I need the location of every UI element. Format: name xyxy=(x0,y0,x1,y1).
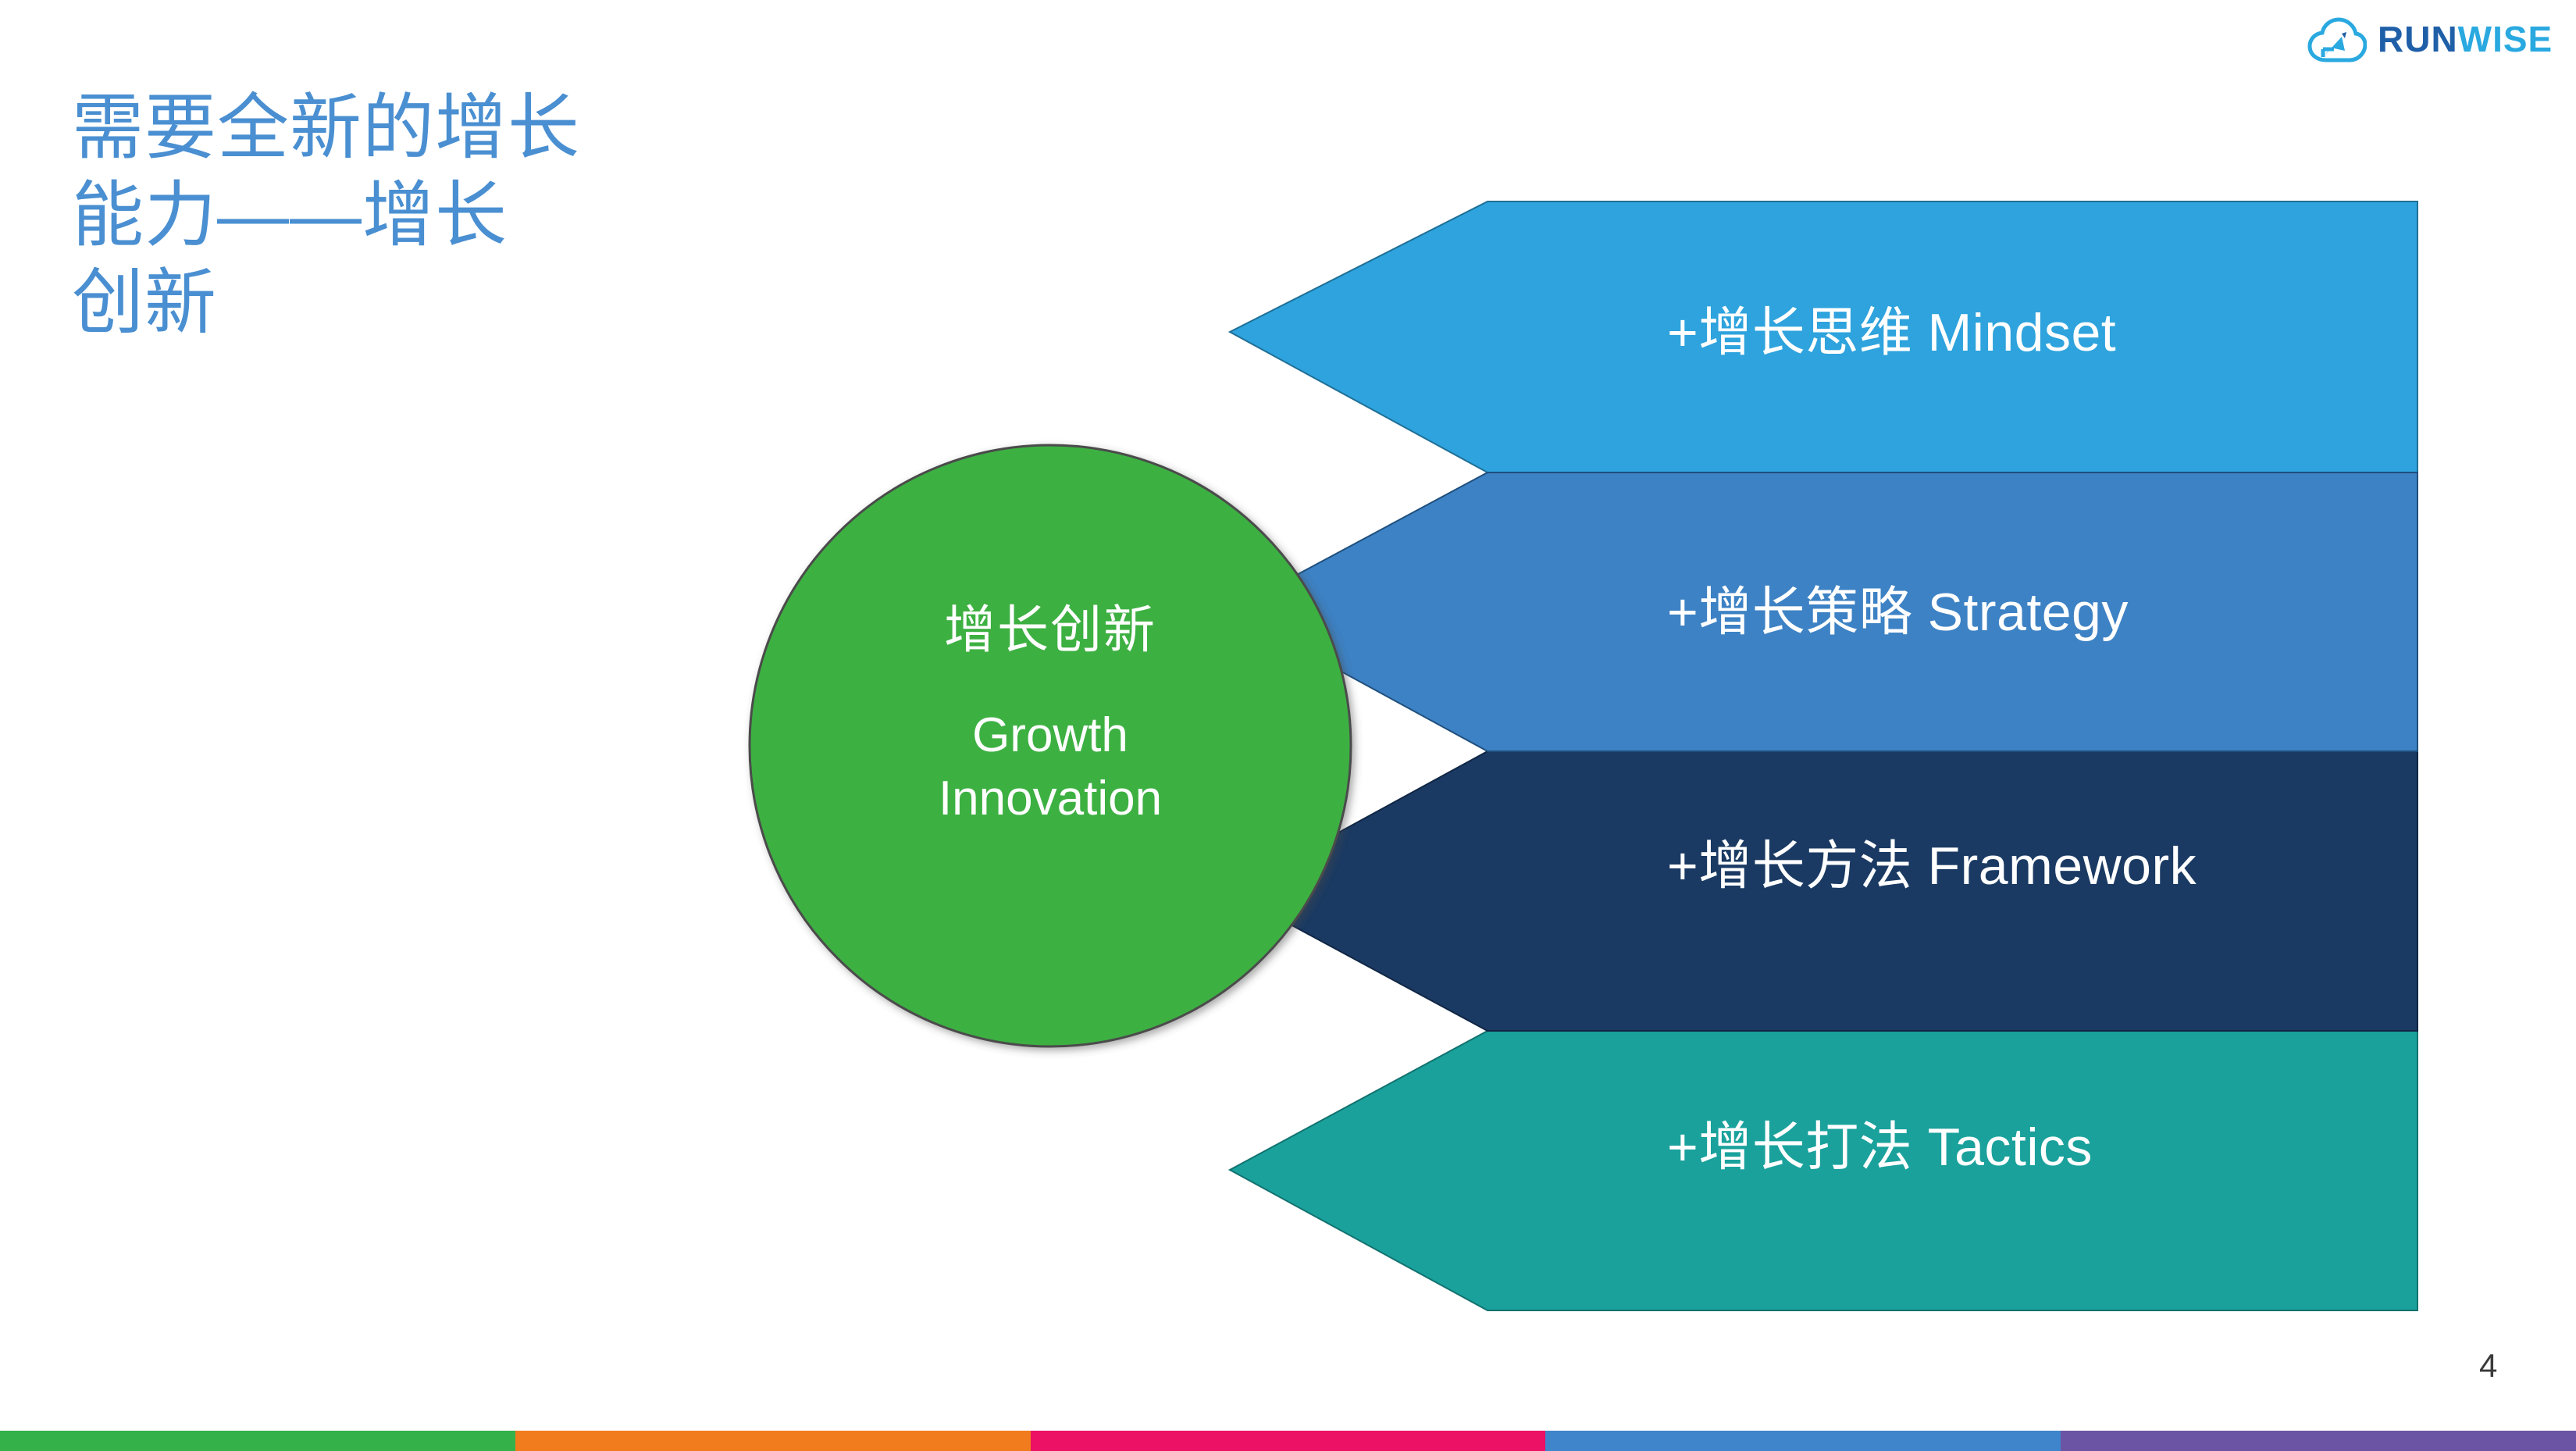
footer-segment-orange xyxy=(515,1431,1031,1451)
page-number: 4 xyxy=(2479,1347,2498,1384)
cloud-arrow-icon xyxy=(2307,17,2367,62)
runwise-logo: RUNWISE xyxy=(2307,12,2552,66)
footer-segment-green xyxy=(0,1431,515,1451)
logo-word-run: RUN xyxy=(2378,19,2458,59)
band-label-mindset: +增长思维 Mindset xyxy=(1667,303,2117,362)
footer-segment-purple xyxy=(2061,1431,2576,1451)
center-circle[interactable] xyxy=(748,444,1352,1048)
page-title: 需要全新的增长 能力——增长 创新 xyxy=(72,88,581,344)
footer-color-bar xyxy=(0,1431,2576,1451)
band-label-framework: +增长方法 Framework xyxy=(1667,836,2197,896)
footer-segment-blue xyxy=(1545,1431,2061,1451)
logo-wordmark: RUNWISE xyxy=(2378,21,2553,57)
band-label-strategy: +增长策略 Strategy xyxy=(1667,583,2129,642)
band-label-tactics: +增长打法 Tactics xyxy=(1667,1118,2093,1177)
logo-word-wise: WISE xyxy=(2457,19,2553,59)
footer-segment-pink xyxy=(1030,1431,1546,1451)
